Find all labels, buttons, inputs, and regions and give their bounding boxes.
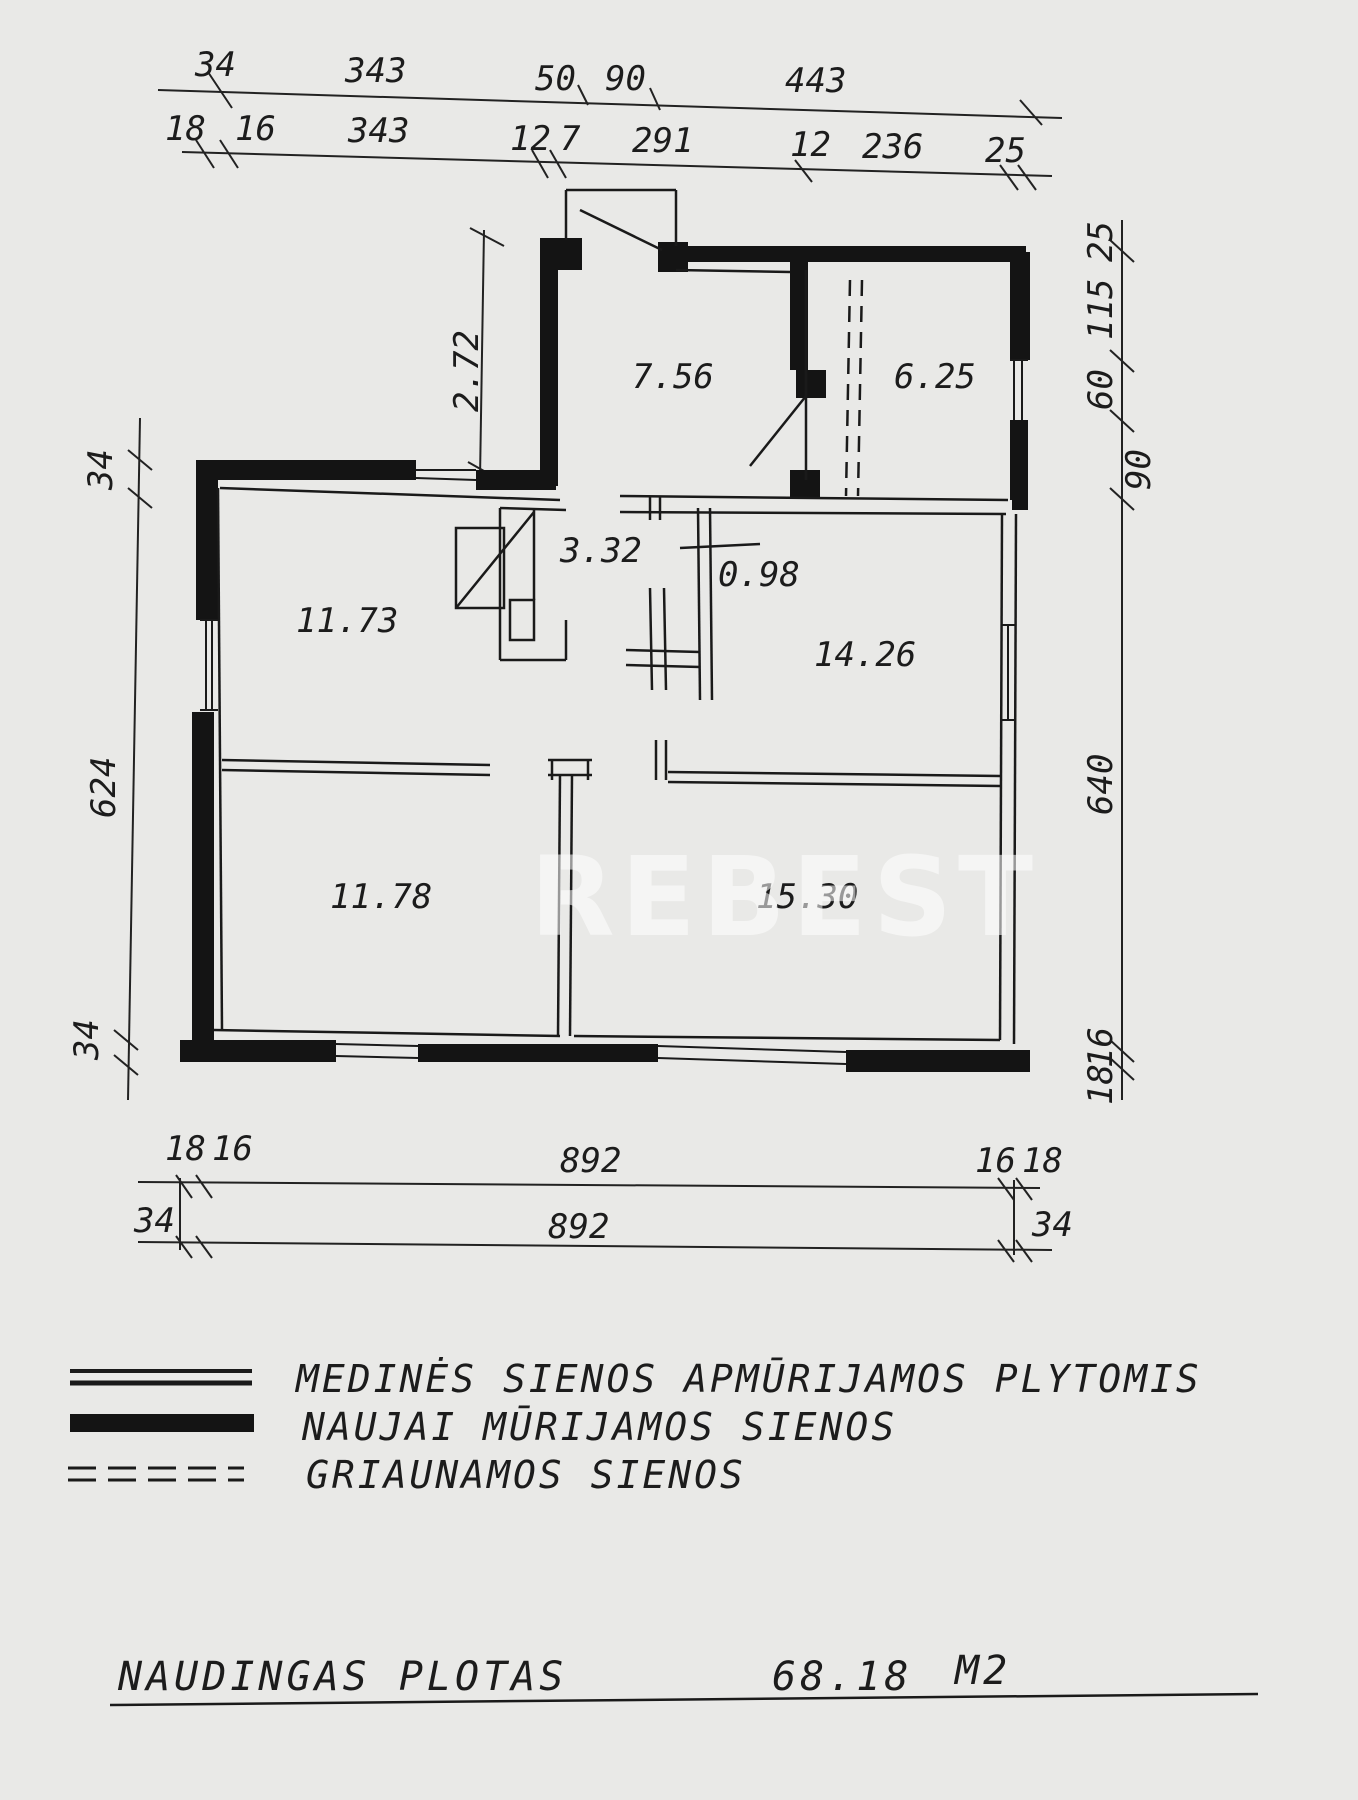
dim-label: 18: [1081, 1064, 1121, 1105]
left-dimension-line: [113, 417, 153, 1101]
watermark: REBEST: [530, 833, 1039, 961]
top-dimension-row-1: 34 343 50 90 443: [194, 45, 846, 101]
dim-label: 16: [1081, 1027, 1121, 1068]
room-area-label: 11.78: [330, 877, 432, 917]
demolished-walls: [844, 279, 864, 497]
dim-label: 90: [1119, 449, 1159, 490]
dim-label: 115: [1081, 279, 1121, 340]
dim-label: 291: [632, 121, 693, 161]
legend: MEDINĖS SIENOS APMŪRIJAMOS PLYTOMIS NAUJ…: [68, 1357, 1202, 1497]
dim-label: 12: [510, 119, 551, 159]
dim-label: 443: [785, 61, 846, 101]
dim-label: 25: [985, 131, 1026, 171]
dim-label: 25: [1081, 221, 1121, 262]
room-area-label: 14.26: [814, 635, 916, 675]
dim-label: 892: [548, 1207, 609, 1247]
dim-label: 7: [560, 119, 581, 159]
legend-item-wooden-walls: MEDINĖS SIENOS APMŪRIJAMOS PLYTOMIS: [70, 1357, 1202, 1401]
bottom-dimension-row-2: 34 892 34: [133, 1201, 1073, 1247]
total-area-value: 68.18: [772, 1654, 912, 1700]
bottom-dimension-row-1: 18 16 892 16 18: [165, 1129, 1063, 1181]
wooden-walls: [213, 268, 1018, 1045]
walls: [180, 188, 1030, 1072]
dim-label: 640: [1081, 754, 1121, 815]
top-dimension-row-2: 18 16 343 12 7 291 12 236 25: [165, 109, 1026, 171]
room-areas: 7.56 6.25 3.32 0.98 11.73 14.26 11.78 15…: [296, 357, 976, 917]
dim-label: 236: [862, 127, 923, 167]
windows: [200, 359, 1028, 1065]
top-dimension-lines: [157, 71, 1063, 191]
dim-label: 90: [605, 59, 646, 99]
dim-label: 12: [790, 125, 831, 165]
dim-label: 50: [535, 59, 576, 99]
room-area-label: 11.73: [296, 601, 398, 641]
legend-item-demolished-walls: GRIAUNAMOS SIENOS: [68, 1453, 746, 1497]
right-dimension-labels: 115 25 60 90 640 18 16: [1081, 221, 1159, 1105]
dim-label: 18: [165, 1129, 206, 1169]
new-masonry-walls: [180, 238, 1030, 1072]
total-area: NAUDINGAS PLOTAS 68.18 M2: [109, 1648, 1259, 1707]
dim-label: 60: [1081, 369, 1121, 410]
right-dimension-line: [1109, 220, 1135, 1100]
doors-and-fixtures: [454, 188, 807, 780]
room-area-label: 0.98: [718, 555, 800, 595]
dim-label: 16: [235, 109, 276, 149]
legend-item-new-walls: NAUJAI MŪRIJAMOS SIENOS: [70, 1405, 897, 1449]
dim-label: 2.72: [447, 330, 487, 412]
dim-label: 16: [975, 1141, 1016, 1181]
left-dimension-labels: 34 624 34: [67, 449, 124, 1061]
dim-label: 34: [194, 45, 236, 85]
bottom-dimension-lines: [137, 1174, 1053, 1263]
dim-label: 34: [67, 1019, 107, 1061]
dim-label: 624: [84, 757, 124, 818]
legend-label: GRIAUNAMOS SIENOS: [306, 1453, 746, 1497]
dim-label: 343: [344, 51, 406, 91]
room-area-label: 15.30: [756, 877, 858, 917]
room-area-label: 6.25: [894, 357, 976, 397]
dim-label: 16: [212, 1129, 253, 1169]
dim-label: 343: [347, 111, 409, 151]
legend-label: NAUJAI MŪRIJAMOS SIENOS: [301, 1405, 897, 1449]
dim-label: 892: [560, 1141, 621, 1181]
total-area-unit: M2: [953, 1648, 1011, 1694]
dim-label: 34: [1031, 1205, 1073, 1245]
legend-label: MEDINĖS SIENOS APMŪRIJAMOS PLYTOMIS: [294, 1357, 1202, 1401]
dim-label: 34: [133, 1201, 175, 1241]
dim-label: 18: [1022, 1141, 1063, 1181]
total-area-label: NAUDINGAS PLOTAS: [117, 1654, 567, 1700]
dim-label: 18: [165, 109, 206, 149]
room-area-label: 3.32: [559, 531, 642, 571]
room-area-label: 7.56: [632, 357, 714, 397]
dim-label: 34: [81, 449, 121, 491]
